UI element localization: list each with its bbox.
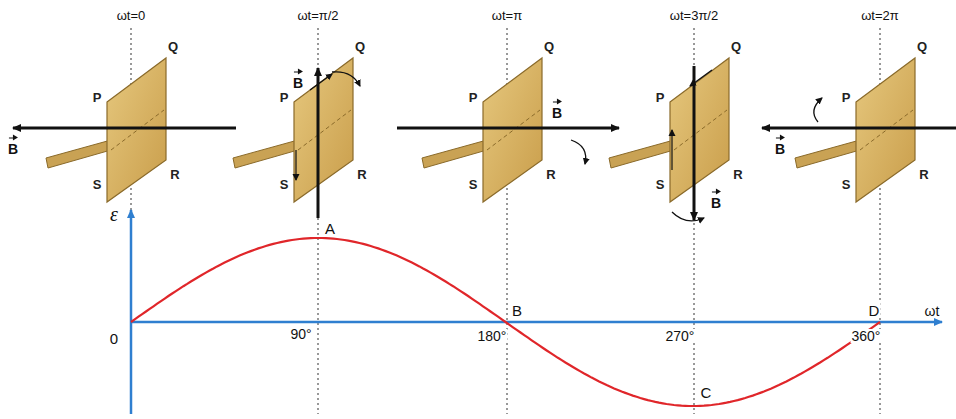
angle-label: 270°: [665, 329, 696, 343]
phase-label: ωt=π: [492, 9, 522, 22]
angle-label: 180°: [477, 329, 508, 343]
field-arrow: [693, 66, 696, 220]
corner-label: R: [170, 168, 179, 181]
phase-label: ωt=0: [117, 9, 146, 22]
angle-label: 360°: [851, 329, 882, 343]
corner-label: P: [842, 91, 851, 104]
rotation-axis: [860, 110, 913, 150]
field-arrow: [397, 127, 619, 130]
current-arrow: [295, 150, 296, 180]
corner-label: S: [656, 178, 665, 191]
current-arrow: [690, 70, 712, 86]
rotation-arrow: [814, 98, 822, 122]
axis-label: ωt: [924, 304, 941, 318]
corner-label: Q: [355, 40, 365, 53]
epsilon-axis: [130, 210, 133, 414]
rotation-axis: [111, 110, 164, 150]
corner-label: R: [546, 168, 555, 181]
corner-label: Q: [544, 40, 554, 53]
corner-label: P: [469, 91, 478, 104]
corner-label: R: [357, 168, 366, 181]
point-label: D: [868, 303, 881, 318]
time-axis: [131, 321, 942, 324]
coil-plate: [483, 58, 542, 202]
field-arrow: [762, 127, 956, 130]
corner-label: S: [93, 178, 102, 191]
point-label: B: [511, 303, 523, 318]
phase-label: ωt=π/2: [297, 9, 338, 22]
coil-plate: [856, 58, 915, 202]
phase-label: ωt=2π: [861, 9, 899, 22]
rotation-axis: [487, 110, 540, 150]
corner-label: P: [656, 91, 665, 104]
shaft: [422, 140, 487, 168]
field-label: B: [293, 71, 303, 90]
field-label: B: [711, 191, 721, 210]
corner-label: R: [919, 168, 928, 181]
field-label: B: [552, 101, 562, 120]
phase-label: ωt=3π/2: [670, 9, 718, 22]
shaft: [233, 140, 298, 168]
shaft: [795, 140, 860, 168]
rotation-arrow: [571, 140, 586, 164]
shaft: [609, 140, 674, 168]
rotation-axis: [298, 110, 351, 150]
shaft: [46, 140, 111, 168]
phase-guide: [318, 28, 319, 414]
corner-label: Q: [168, 40, 178, 53]
rotation-arrow: [672, 212, 704, 221]
angle-label: 90°: [289, 327, 312, 341]
coil-plate: [670, 58, 729, 202]
point-label: C: [700, 385, 713, 400]
axis-label: ε: [110, 204, 118, 224]
corner-label: Q: [917, 40, 927, 53]
rotation-axis: [674, 110, 727, 150]
rotation-arrow: [332, 72, 360, 86]
corner-label: S: [280, 178, 289, 191]
field-arrow: [317, 68, 320, 218]
emf-curve: [131, 238, 880, 406]
corner-label: P: [93, 91, 102, 104]
point-label: A: [324, 221, 336, 236]
current-arrow: [310, 74, 332, 90]
field-arrow: [13, 127, 236, 130]
corner-label: S: [842, 178, 851, 191]
corner-label: R: [733, 168, 742, 181]
corner-label: Q: [731, 40, 741, 53]
corner-label: S: [469, 178, 478, 191]
field-label: B: [8, 137, 18, 156]
corner-label: P: [280, 91, 289, 104]
current-arrow: [671, 130, 672, 170]
origin-label: 0: [109, 331, 119, 346]
field-label: B: [775, 137, 785, 156]
coil-plate: [107, 58, 166, 202]
